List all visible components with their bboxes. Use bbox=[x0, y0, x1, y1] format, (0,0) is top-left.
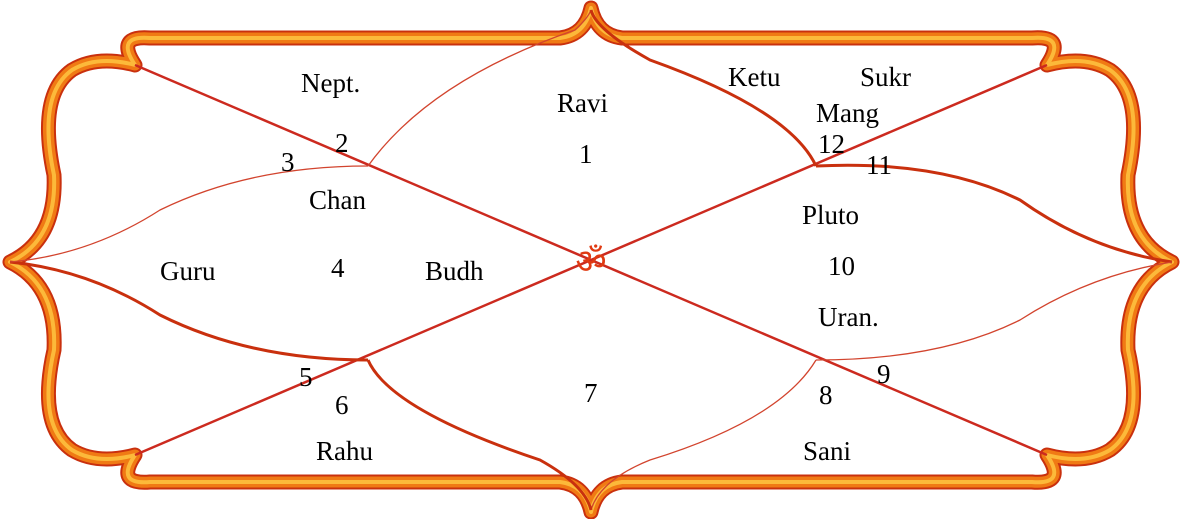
house-number-12: 12 bbox=[818, 129, 845, 159]
house-number-7: 7 bbox=[584, 378, 598, 408]
planet-label: Uran. bbox=[818, 302, 879, 332]
house-number-6: 6 bbox=[335, 390, 349, 420]
planet-label: Mang bbox=[816, 98, 879, 128]
planet-label: Rahu bbox=[316, 436, 373, 466]
planet-label: Sani bbox=[803, 436, 851, 466]
om-symbol: ॐ bbox=[575, 242, 606, 282]
planet-label: Chan bbox=[309, 185, 366, 215]
house-number-4: 4 bbox=[331, 253, 345, 283]
house-number-2: 2 bbox=[335, 128, 349, 158]
planet-label: Budh bbox=[425, 256, 484, 286]
planet-label: Nept. bbox=[301, 68, 360, 98]
house-number-5: 5 bbox=[299, 362, 313, 392]
planet-label: Sukr bbox=[860, 62, 911, 92]
house-number-3: 3 bbox=[281, 147, 295, 177]
house-number-1: 1 bbox=[579, 139, 593, 169]
house-number-8: 8 bbox=[819, 380, 833, 410]
planet-label: Ketu bbox=[728, 62, 781, 92]
planet-label: Ravi bbox=[557, 88, 608, 118]
house-number-11: 11 bbox=[866, 150, 892, 180]
planet-label: Pluto bbox=[802, 200, 859, 230]
house-number-10: 10 bbox=[828, 251, 855, 281]
house-number-9: 9 bbox=[877, 359, 891, 389]
planet-label: Guru bbox=[160, 256, 216, 286]
